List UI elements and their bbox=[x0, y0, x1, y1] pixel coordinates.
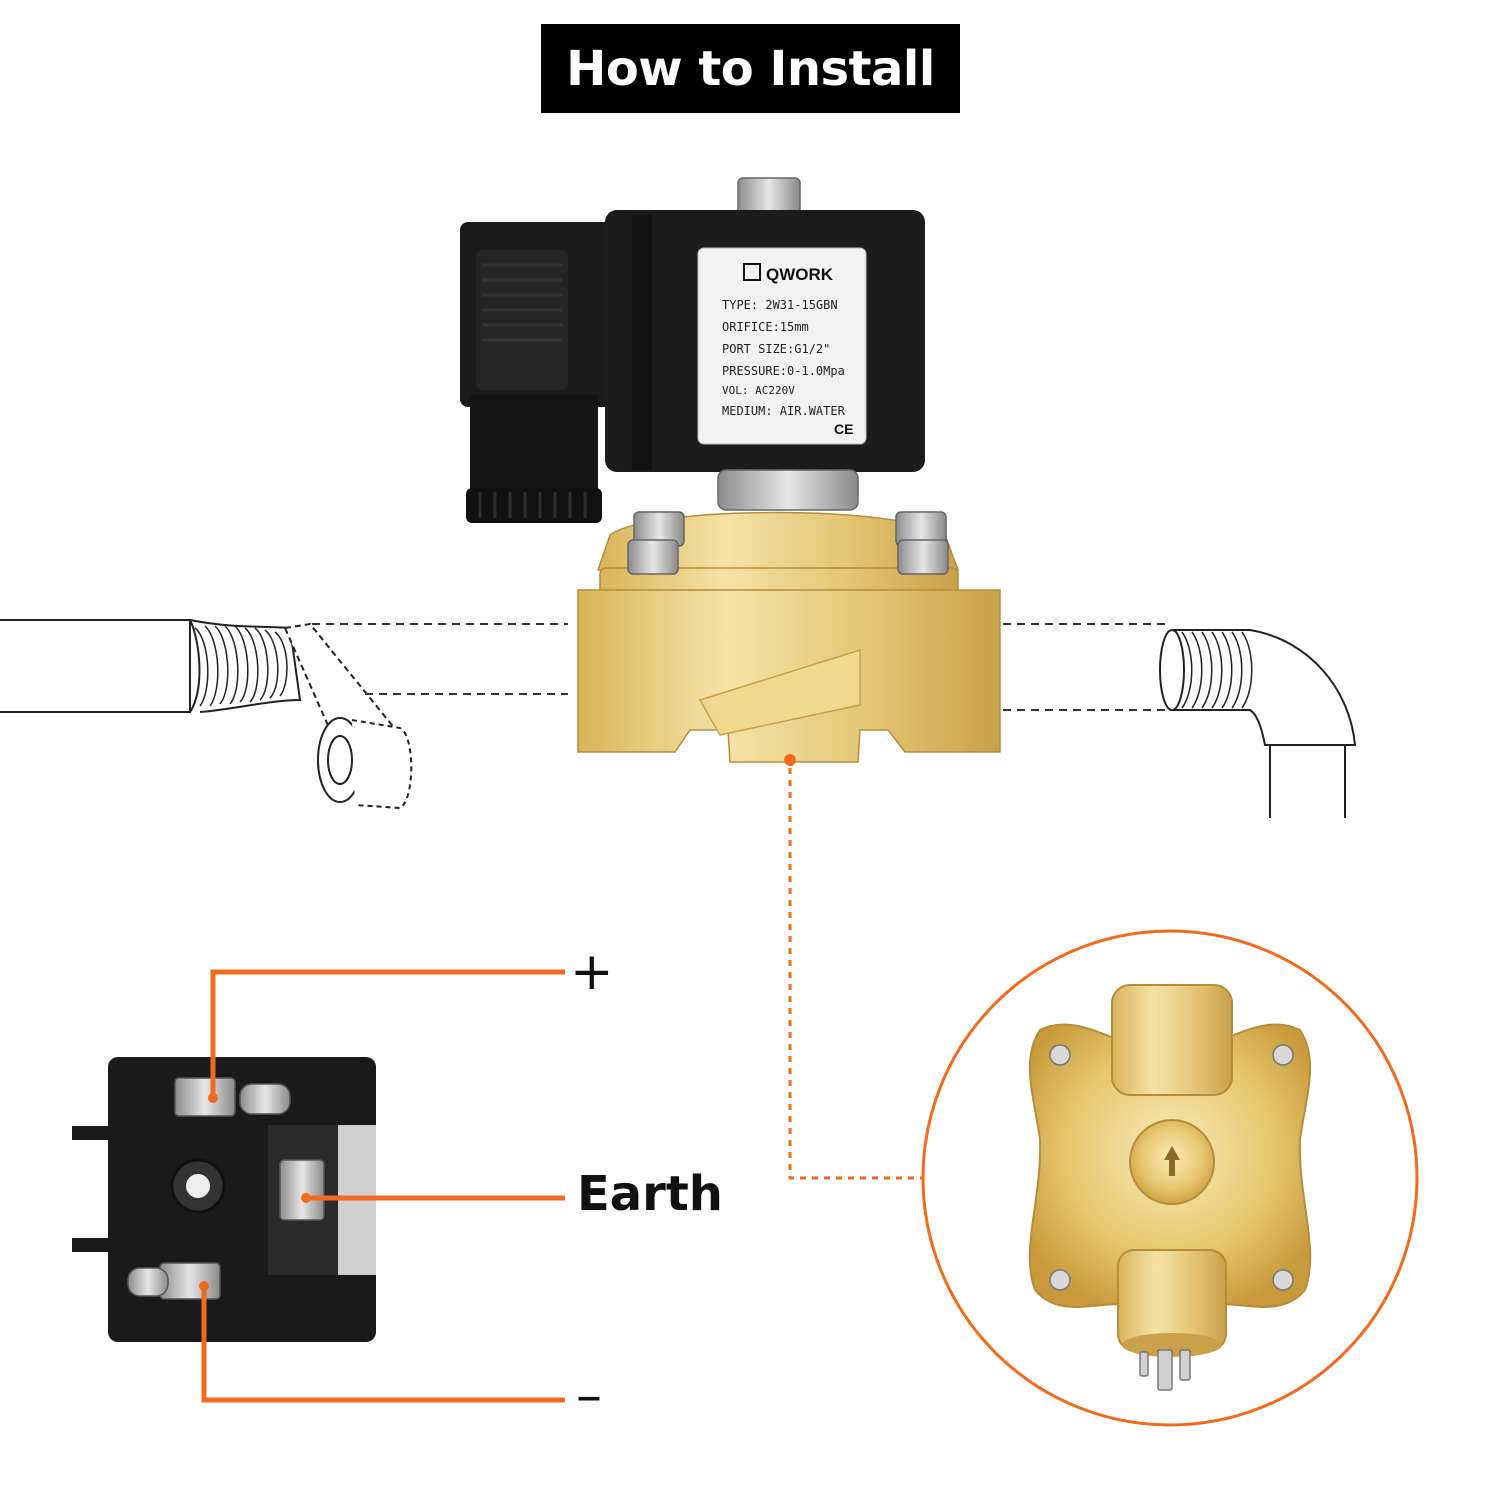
port-size-spec: PORT SIZE:G1/2" bbox=[722, 342, 830, 356]
positive-label: + bbox=[570, 942, 614, 1002]
medium-spec: MEDIUM: AIR.WATER bbox=[722, 404, 846, 418]
detail-connector bbox=[784, 754, 924, 1180]
ce-mark: CE bbox=[834, 421, 853, 437]
solenoid-valve bbox=[460, 177, 1001, 763]
pipe-with-wrench bbox=[0, 619, 413, 810]
type-spec: TYPE: 2W31-15GBN bbox=[722, 298, 838, 312]
earth-label: Earth bbox=[577, 1166, 723, 1222]
negative-label: – bbox=[576, 1366, 602, 1426]
brand-logo-icon bbox=[743, 263, 761, 281]
pipe-elbow bbox=[1159, 629, 1357, 818]
page-title: How to Install bbox=[541, 24, 960, 113]
valve-bottom-detail bbox=[921, 929, 1419, 1427]
pressure-spec: PRESSURE:0-1.0Mpa bbox=[722, 364, 845, 378]
nameplate: QWORK TYPE: 2W31-15GBN ORIFICE:15mm PORT… bbox=[722, 263, 853, 437]
guide-lines bbox=[312, 623, 1168, 711]
brand-name: QWORK bbox=[766, 265, 834, 284]
terminal-block bbox=[72, 969, 565, 1403]
voltage-spec: VOL: AC220V bbox=[722, 384, 795, 397]
orifice-spec: ORIFICE:15mm bbox=[722, 320, 809, 334]
